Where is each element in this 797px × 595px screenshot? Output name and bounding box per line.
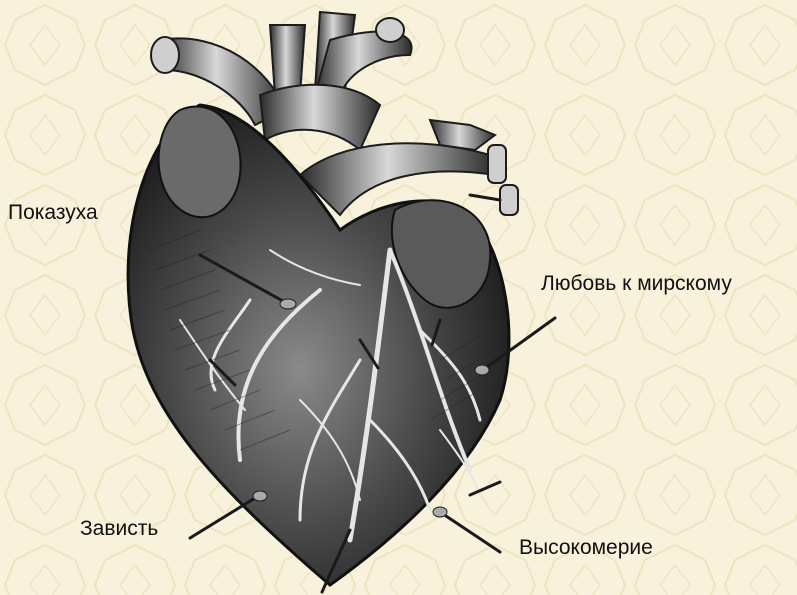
label-lyubov-k-mirskomu: Любовь к мирскому	[541, 272, 732, 296]
right-atrium	[159, 106, 241, 217]
label-pokazukha: Показуха	[8, 201, 98, 225]
label-vysokomerie: Высокомерие	[519, 536, 653, 560]
label-zavist: Зависть	[80, 517, 158, 541]
